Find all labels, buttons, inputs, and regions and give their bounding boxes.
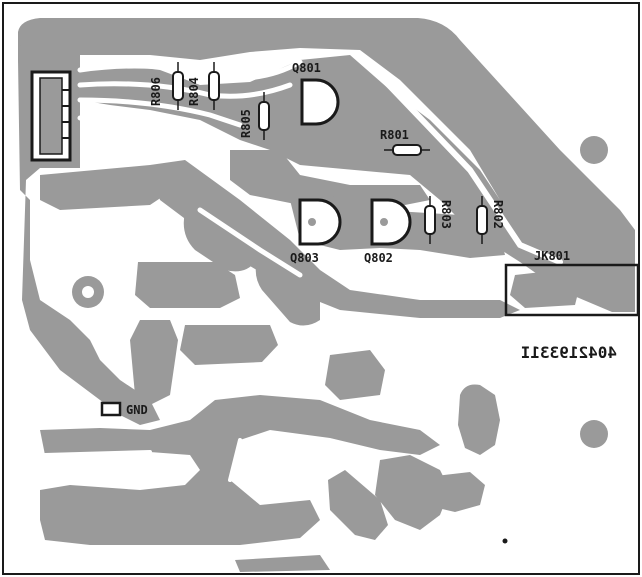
label-q803: Q803: [290, 251, 319, 265]
ground-pad-icon: [100, 401, 122, 417]
transistor-icon: [300, 78, 340, 126]
pad-round-top-right: [580, 136, 608, 164]
label-q802: Q802: [364, 251, 393, 265]
resistor-icon: [476, 196, 488, 244]
copper-blob-g: [458, 384, 500, 455]
label-r805: R805: [239, 109, 253, 138]
copper-blob-j: [328, 470, 388, 540]
connector-icon: [30, 70, 72, 162]
label-r803: R803: [439, 200, 453, 229]
label-r804: R804: [187, 77, 201, 106]
copper-left-pad: [40, 165, 165, 210]
label-gnd: GND: [126, 403, 148, 417]
copper-blob-e: [130, 320, 178, 405]
copper-mid-band: [230, 150, 430, 210]
copper-blob-f: [325, 350, 385, 400]
copper-blob-c: [135, 262, 240, 308]
resistor-icon: [172, 62, 184, 110]
resistor-icon: [208, 62, 220, 110]
copper-blob-b: [255, 255, 320, 326]
copper-blob-h: [375, 455, 450, 530]
label-q801: Q801: [292, 61, 321, 75]
copper-blob-i: [418, 472, 485, 512]
label-r801: R801: [380, 128, 409, 142]
copper-blob-d: [180, 325, 278, 365]
label-jk801: JK801: [534, 249, 570, 263]
resistor-icon: [384, 144, 430, 156]
resistor-icon: [258, 92, 270, 140]
marker-dot: [502, 538, 508, 544]
resistor-icon: [424, 196, 436, 244]
pad-round-left-hole: [82, 286, 94, 298]
pad-round-bottom-right: [580, 420, 608, 448]
copper-jack-pad-left: [510, 270, 580, 308]
copper-blob-k: [235, 555, 330, 572]
part-number: 404219331I: [521, 343, 617, 362]
transistor-icon: [370, 198, 412, 246]
transistor-icon: [298, 198, 342, 246]
label-r802: R802: [491, 200, 505, 229]
copper-blob-a: [183, 209, 255, 272]
copper-jack-pad-right: [590, 268, 634, 308]
label-r806: R806: [149, 77, 163, 106]
copper-lower-network: [40, 395, 440, 545]
jk801-outline: [504, 263, 640, 317]
